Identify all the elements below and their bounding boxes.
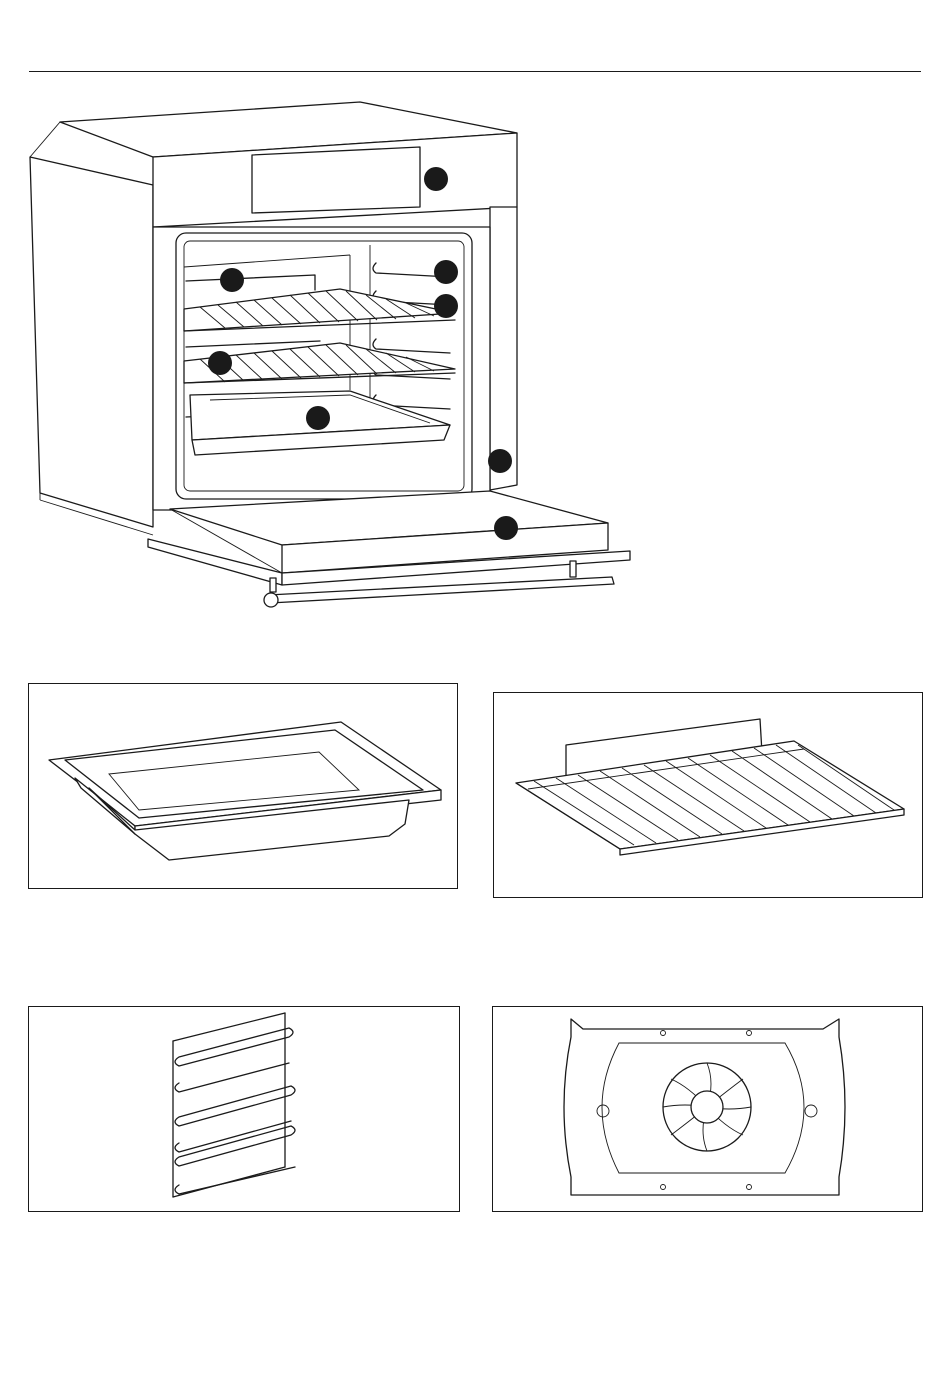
side-rack-guides-illustration: [29, 1007, 459, 1211]
oven-illustration: [20, 95, 650, 615]
marker-door-seal: [488, 449, 512, 473]
panel-side-guides: [28, 1006, 460, 1212]
panel-fan-cover: [492, 1006, 923, 1212]
header-rule: [29, 71, 921, 72]
panel-baking-tray: [28, 683, 458, 889]
wire-rack-illustration: [494, 693, 922, 897]
panel-wire-rack: [493, 692, 923, 898]
marker-side-guide-lower: [434, 294, 458, 318]
fan-cover-illustration: [493, 1007, 922, 1211]
marker-control-panel: [424, 167, 448, 191]
marker-rack-guide: [220, 268, 244, 292]
marker-wire-rack: [208, 351, 232, 375]
marker-baking-tray: [306, 406, 330, 430]
baking-tray-illustration: [29, 684, 457, 888]
marker-side-guide-upper: [434, 260, 458, 284]
marker-door: [494, 516, 518, 540]
